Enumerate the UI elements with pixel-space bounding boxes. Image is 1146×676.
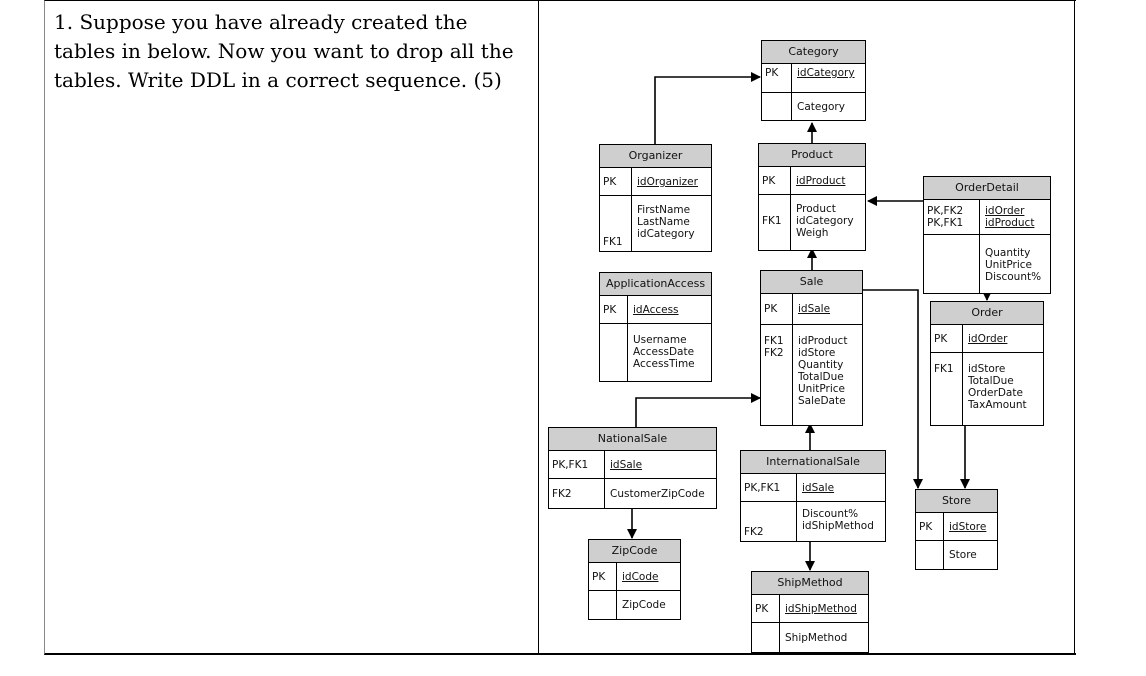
entity-product: Product PK idProduct FK1 Product idCateg… bbox=[758, 143, 866, 251]
pk-field: idOrganizer bbox=[637, 176, 698, 188]
attr-field: idProduct bbox=[798, 335, 848, 347]
entity-title: Product bbox=[759, 144, 865, 167]
entity-shipmethod: ShipMethod PK idShipMethod ShipMethod bbox=[751, 571, 869, 653]
pk-field: idAccess bbox=[633, 304, 679, 316]
attr-field: UnitPrice bbox=[985, 259, 1032, 271]
attr-field: Quantity bbox=[985, 247, 1031, 259]
key-label: PK,FK1 bbox=[927, 217, 964, 229]
pk-field: idSale bbox=[610, 459, 643, 471]
key-label: PK,FK1 bbox=[552, 459, 589, 471]
attr-field: idCategory bbox=[796, 215, 854, 227]
key-label: PK bbox=[934, 333, 948, 345]
entity-organizer: Organizer PK idOrganizer FK1 FirstName L… bbox=[599, 144, 712, 252]
key-label: FK1 bbox=[603, 236, 623, 248]
attr-field: Discount% bbox=[985, 271, 1042, 283]
entity-order: Order PK idOrder FK1 idStore TotalDue Or… bbox=[930, 301, 1044, 426]
rel-sale-store bbox=[862, 289, 923, 489]
entity-sale: Sale PK idSale FK1 FK2 idProduct idStore… bbox=[760, 270, 863, 426]
entity-applicationaccess: ApplicationAccess PK idAccess Username A… bbox=[599, 272, 712, 382]
entity-store: Store PK idStore Store bbox=[915, 489, 998, 570]
pk-field: idCode bbox=[622, 571, 659, 583]
key-label: PK bbox=[762, 175, 776, 187]
attr-field: AccessDate bbox=[633, 346, 695, 358]
key-label: PK bbox=[764, 303, 778, 315]
key-label: PK,FK2 bbox=[927, 205, 964, 217]
key-label: PK bbox=[765, 67, 779, 79]
attr-field: LastName bbox=[637, 216, 690, 228]
entity-internationalsale: InternationalSale PK,FK1 idSale FK2 Disc… bbox=[740, 450, 886, 542]
layout-table bbox=[44, 0, 1076, 655]
pk-field: idCategory bbox=[797, 67, 855, 79]
pk-field: idStore bbox=[949, 521, 987, 533]
key-label: FK1 bbox=[762, 215, 782, 227]
key-label: PK bbox=[919, 521, 933, 533]
attr-field: ShipMethod bbox=[785, 632, 848, 644]
key-label: PK bbox=[592, 571, 606, 583]
entity-nationalsale: NationalSale PK,FK1 idSale FK2 CustomerZ… bbox=[548, 427, 717, 509]
attr-field: idCategory bbox=[637, 228, 695, 240]
attr-field: Discount% bbox=[802, 508, 859, 520]
attr-field: Store bbox=[949, 549, 977, 561]
attr-field: TotalDue bbox=[798, 371, 844, 383]
attr-field: idStore bbox=[798, 347, 836, 359]
pk-field: idSale bbox=[798, 303, 831, 315]
key-label: FK1 bbox=[934, 363, 954, 375]
entity-title: Store bbox=[916, 490, 997, 513]
rel-nationalsale-sale bbox=[635, 393, 761, 427]
key-label: FK2 bbox=[552, 488, 572, 500]
attr-field: SaleDate bbox=[798, 395, 846, 407]
attr-field: Weigh bbox=[796, 227, 829, 239]
entity-orderdetail: OrderDetail PK,FK2 PK,FK1 idOrder idProd… bbox=[923, 176, 1051, 294]
attr-field: Quantity bbox=[798, 359, 844, 371]
key-label: PK bbox=[603, 176, 617, 188]
entity-title: Category bbox=[762, 41, 865, 64]
entity-title: ZipCode bbox=[589, 540, 680, 563]
entity-title: NationalSale bbox=[549, 428, 716, 451]
pk-field: idOrder bbox=[985, 205, 1025, 217]
entity-title: Organizer bbox=[600, 145, 711, 168]
entity-title: Order bbox=[931, 302, 1043, 325]
question-text: 1. Suppose you have already created the … bbox=[54, 10, 514, 92]
entity-zipcode: ZipCode PK idCode ZipCode bbox=[588, 539, 681, 620]
attr-field: OrderDate bbox=[968, 387, 1023, 399]
table-right-border bbox=[1074, 0, 1075, 653]
attr-field: FirstName bbox=[637, 204, 691, 216]
attr-field: idStore bbox=[968, 363, 1006, 375]
column-divider bbox=[538, 0, 539, 653]
key-label: PK bbox=[603, 304, 617, 316]
attr-field: Username bbox=[633, 334, 687, 346]
entity-title: ShipMethod bbox=[752, 572, 868, 595]
attr-field: ZipCode bbox=[622, 599, 666, 611]
key-label: FK1 bbox=[764, 335, 784, 347]
entity-title: Sale bbox=[761, 271, 862, 294]
pk-field: idProduct bbox=[796, 175, 846, 187]
key-label: PK bbox=[755, 603, 769, 615]
pk-field: idSale bbox=[802, 482, 835, 494]
pk-field: idOrder bbox=[968, 333, 1008, 345]
attr-field: TotalDue bbox=[968, 375, 1014, 387]
attr-field: AccessTime bbox=[633, 358, 695, 370]
attr-field: TaxAmount bbox=[968, 399, 1027, 411]
attr-field: idShipMethod bbox=[802, 520, 874, 532]
rel-organizer-category bbox=[654, 72, 761, 144]
key-label: FK2 bbox=[744, 526, 764, 538]
key-label: PK,FK1 bbox=[744, 482, 781, 494]
pk-field: idShipMethod bbox=[785, 603, 857, 615]
attr-field: Category bbox=[797, 101, 845, 113]
entity-title: InternationalSale bbox=[741, 451, 885, 474]
entity-category: Category PK idCategory Category bbox=[761, 40, 866, 121]
key-label: FK2 bbox=[764, 347, 784, 359]
attr-field: Product bbox=[796, 203, 836, 215]
pk-field: idProduct bbox=[985, 217, 1035, 229]
attr-field: CustomerZipCode bbox=[610, 488, 705, 500]
attr-field: UnitPrice bbox=[798, 383, 845, 395]
entity-title: OrderDetail bbox=[924, 177, 1050, 200]
entity-title: ApplicationAccess bbox=[600, 273, 711, 296]
